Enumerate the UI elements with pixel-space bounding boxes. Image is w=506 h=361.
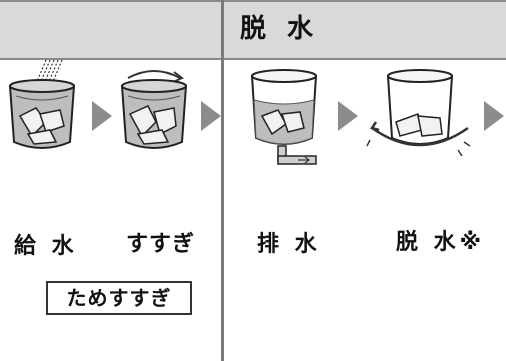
step-label-rinse: すすぎ [126,232,196,257]
flow-arrow-2 [201,101,221,131]
flow-arrow-3 [338,101,358,131]
spin-tub-icon [366,66,476,162]
boxed-note-tame-rinse: ためすすぎ [46,281,192,315]
step-label-water-supply: 給 水 [14,234,78,259]
drain-tub-icon [248,66,328,176]
header-band [0,0,506,60]
section-title-spin: 脱 水 [240,14,320,44]
flow-arrow-1 [92,101,112,131]
water-supply-tub-icon [6,56,78,156]
flow-arrow-4 [484,101,504,131]
step-label-spin: 脱 水※ [396,230,486,255]
step-label-drain: 排 水 [257,232,321,257]
section-divider [221,0,224,361]
rinse-tub-icon [118,56,190,156]
